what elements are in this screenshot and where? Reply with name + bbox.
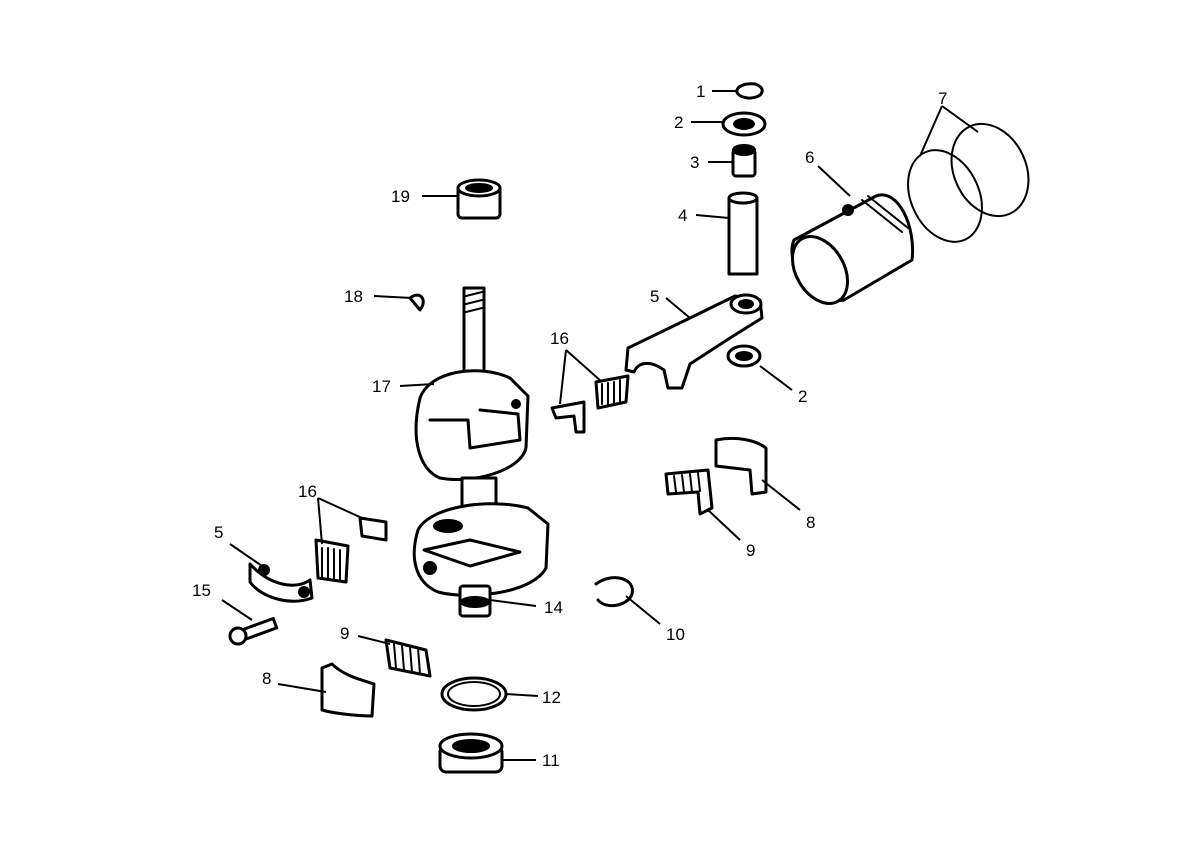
part-9-bearing-half-lower — [384, 638, 432, 678]
part-1-retaining-ring — [735, 82, 764, 100]
callout-6: 6 — [805, 148, 814, 167]
part-12-o-ring — [440, 676, 508, 712]
part-17-crankshaft — [412, 286, 550, 597]
part-11-oil-seal — [438, 732, 504, 774]
callout-18: 18 — [344, 287, 363, 306]
callout-9-upper: 9 — [746, 541, 755, 560]
part-5-connecting-rod — [624, 293, 764, 390]
part-8-bearing-sleeve-lower — [320, 662, 376, 718]
callout-8-upper: 8 — [806, 513, 815, 532]
callout-17: 17 — [372, 377, 391, 396]
part-4-piston-pin — [727, 191, 759, 276]
part-10-retaining-ring — [594, 576, 634, 608]
callout-5-cap: 5 — [214, 523, 223, 542]
part-19-bushing — [456, 178, 502, 220]
callout-16-upper: 16 — [550, 329, 569, 348]
part-9-bearing-half-upper — [664, 468, 714, 516]
part-5-rod-cap — [248, 562, 314, 603]
part-8-bearing-sleeve-upper — [714, 436, 768, 496]
callout-15: 15 — [192, 581, 211, 600]
part-16-needle-bearing-lower — [314, 516, 388, 584]
callout-12: 12 — [542, 688, 561, 707]
callout-11: 11 — [542, 751, 560, 770]
callout-16-lower: 16 — [298, 482, 317, 501]
callout-8-lower: 8 — [262, 669, 271, 688]
callout-19: 19 — [391, 187, 410, 206]
part-18-woodruff-key — [408, 293, 425, 312]
part-16-needle-bearing-upper — [550, 374, 630, 434]
part-15-screw — [228, 616, 279, 646]
part-2-washer-top — [721, 111, 767, 137]
callout-10: 10 — [666, 625, 685, 644]
leader-lines — [221, 90, 979, 761]
callout-5-rod: 5 — [650, 287, 659, 306]
callout-9-lower: 9 — [340, 624, 349, 643]
callout-2-bottom: 2 — [798, 387, 807, 406]
callout-3: 3 — [690, 153, 699, 172]
callout-4: 4 — [678, 206, 687, 225]
part-2-washer-bottom — [726, 344, 762, 368]
part-3-bearing — [731, 144, 757, 178]
part-14-crankshaft-end — [458, 584, 492, 618]
callout-7: 7 — [938, 89, 947, 108]
callout-2-top: 2 — [674, 113, 683, 132]
part-7-piston-rings — [907, 122, 1030, 243]
part-6-piston — [790, 193, 915, 305]
callout-14: 14 — [544, 598, 563, 617]
callout-1: 1 — [696, 82, 705, 101]
